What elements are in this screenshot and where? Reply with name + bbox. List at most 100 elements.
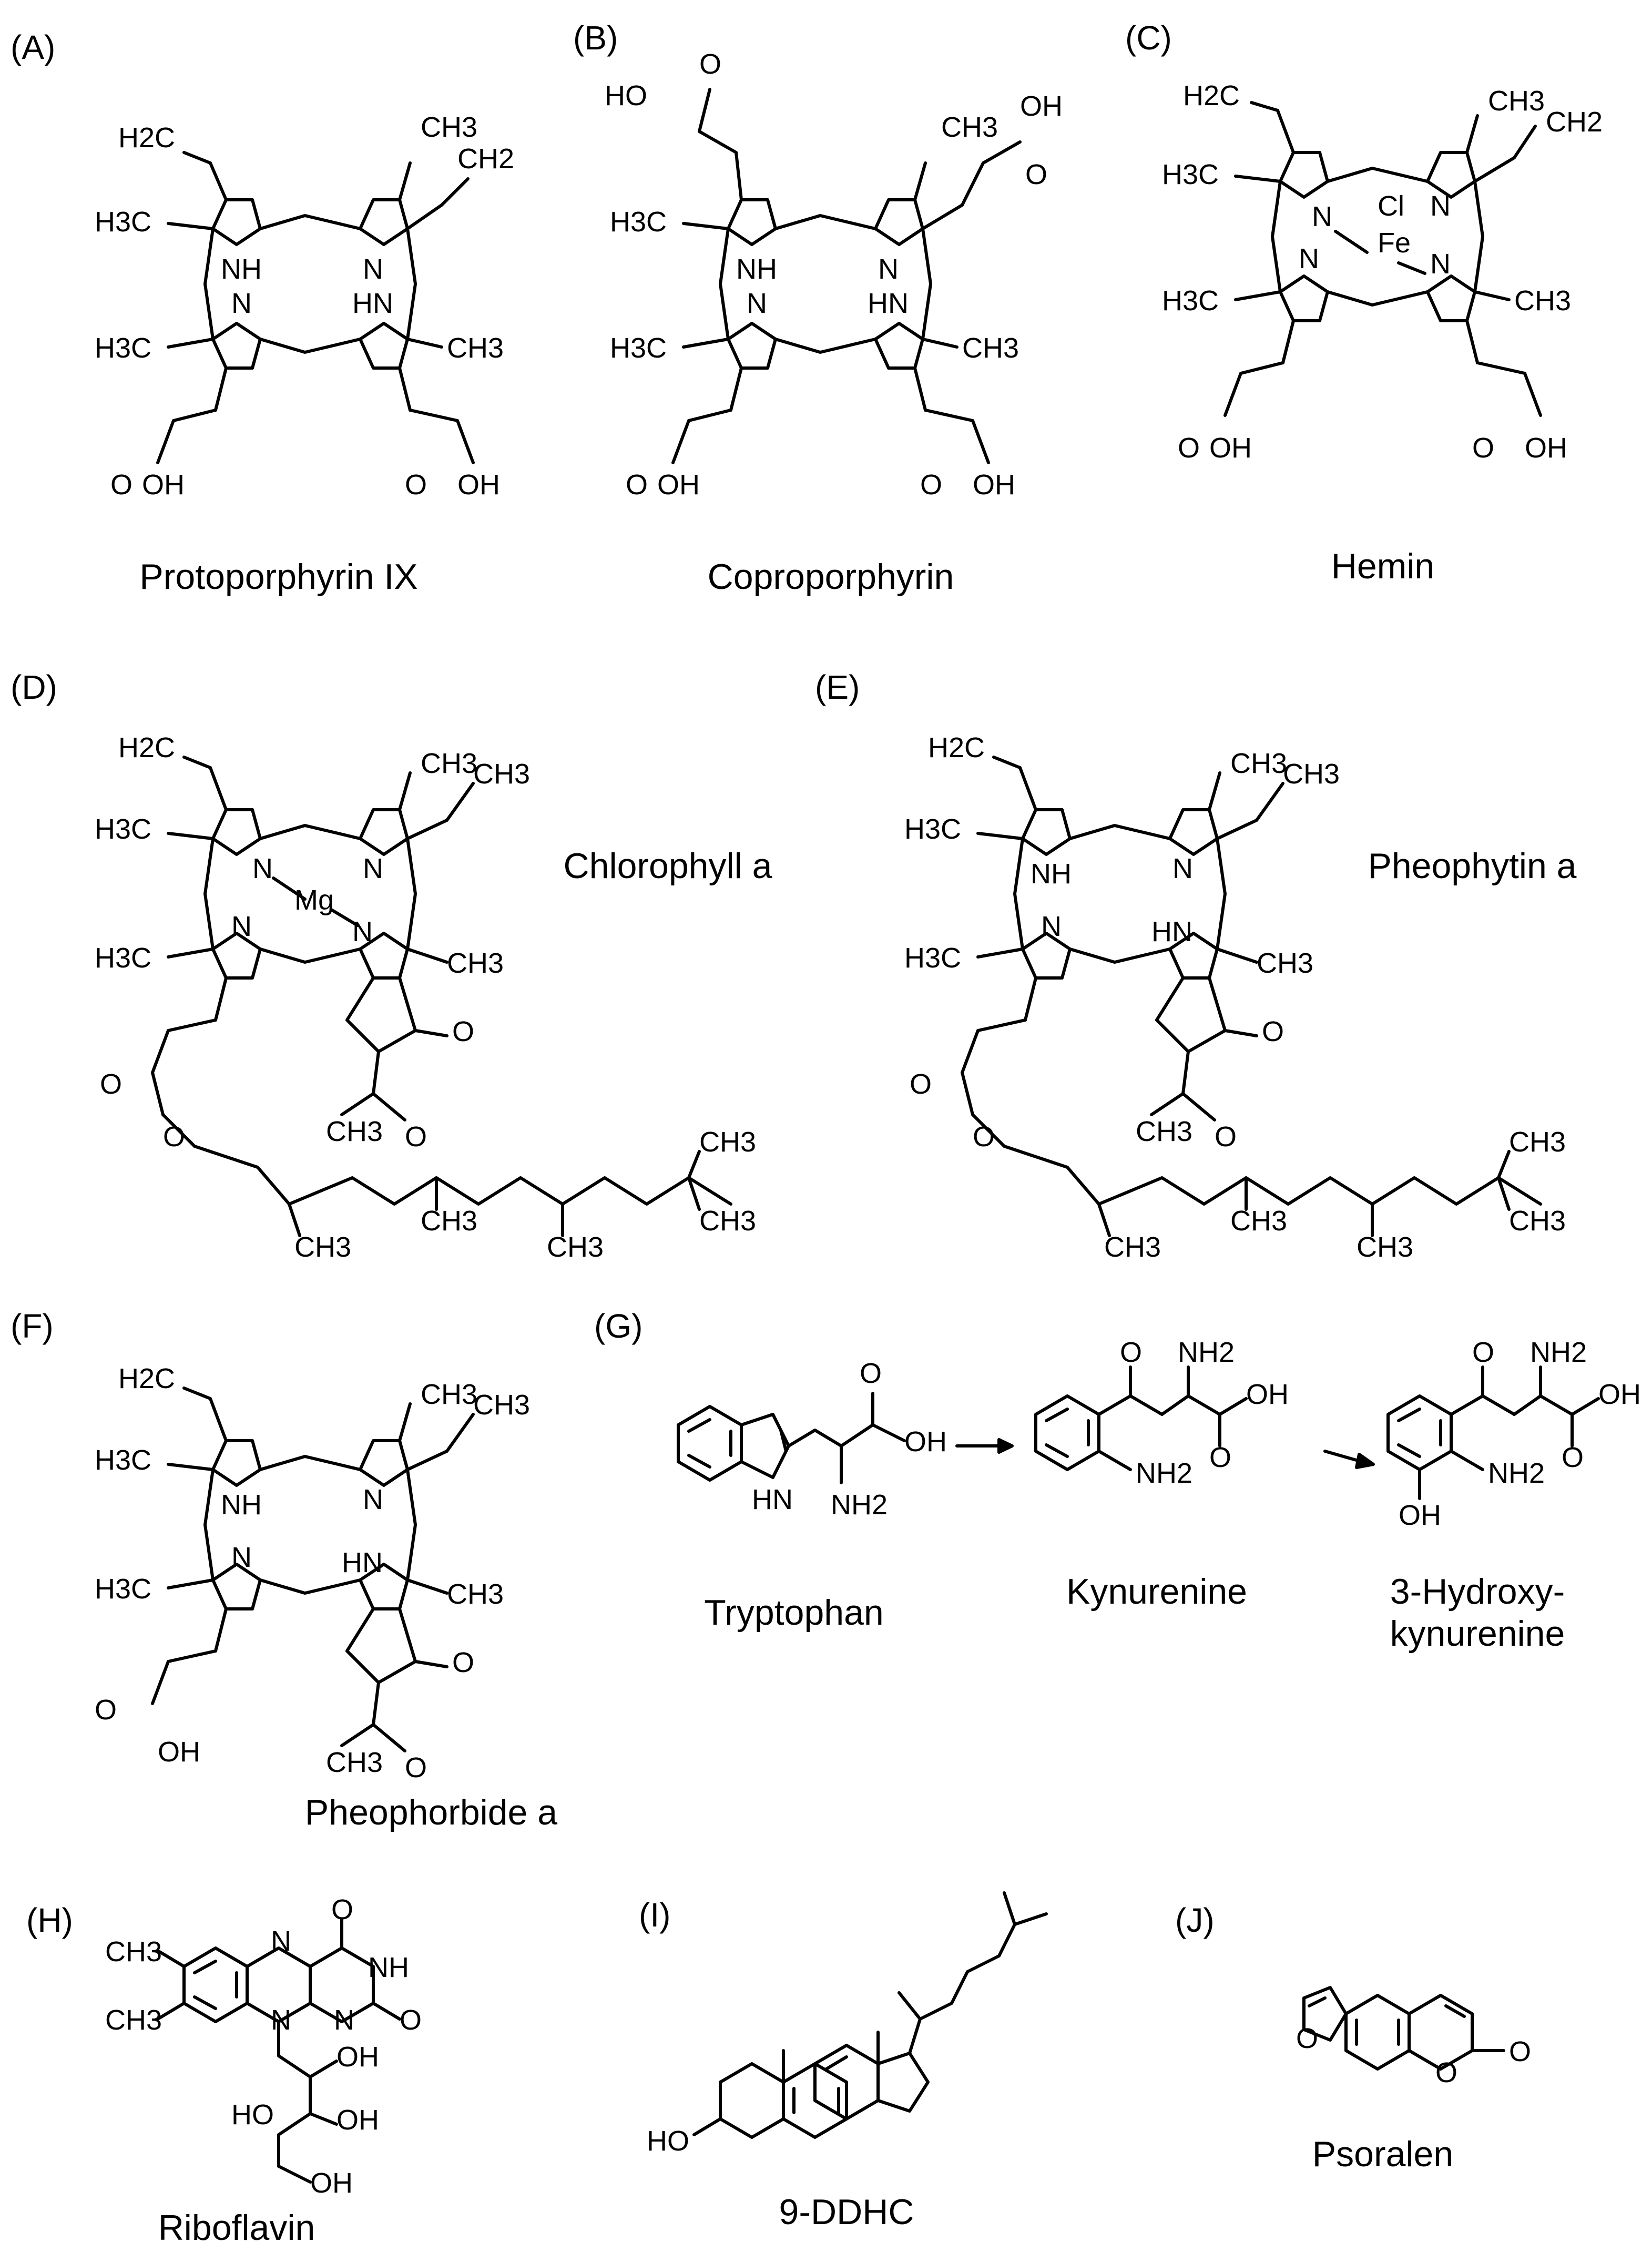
svg-text:H3C: H3C	[904, 942, 961, 974]
svg-text:N: N	[1312, 201, 1332, 232]
compound-name-psoralen: Psoralen	[1312, 2134, 1454, 2174]
svg-text:CH3: CH3	[1230, 1205, 1287, 1237]
svg-text:CH3: CH3	[1136, 1116, 1192, 1147]
svg-text:O: O	[910, 1068, 932, 1100]
svg-text:O: O	[452, 1647, 474, 1678]
panel-label-c: (C)	[1125, 19, 1172, 57]
svg-text:H3C: H3C	[95, 1573, 151, 1605]
svg-text:Fe: Fe	[1378, 227, 1411, 259]
compound-name-3-hydroxy: 3-Hydroxy-	[1390, 1572, 1565, 1612]
svg-text:O: O	[1178, 432, 1200, 464]
svg-text:H2C: H2C	[928, 732, 985, 763]
compound-name-riboflavin: Riboflavin	[158, 2208, 315, 2248]
structure-coproporphyrin: HO O CH3 OH O H3C NH N N HN H3C CH3 O OH…	[605, 48, 1063, 501]
svg-text:O: O	[95, 1694, 117, 1726]
svg-text:CH3: CH3	[105, 1936, 162, 1968]
svg-text:H2C: H2C	[118, 732, 175, 763]
svg-text:CH3: CH3	[699, 1126, 756, 1158]
svg-text:H3C: H3C	[95, 942, 151, 974]
svg-text:Mg: Mg	[294, 884, 334, 916]
svg-text:O: O	[1209, 1442, 1231, 1473]
svg-text:O: O	[973, 1121, 995, 1153]
svg-text:O: O	[626, 469, 648, 501]
svg-text:CH3: CH3	[1357, 1231, 1413, 1263]
svg-text:OH: OH	[457, 469, 500, 501]
svg-text:O: O	[1472, 432, 1494, 464]
svg-text:N: N	[352, 916, 373, 947]
svg-text:H3C: H3C	[1162, 285, 1219, 317]
svg-text:CH3: CH3	[326, 1116, 383, 1147]
svg-text:CH2: CH2	[1546, 106, 1603, 138]
svg-text:O: O	[1435, 2057, 1457, 2088]
svg-text:H3C: H3C	[610, 206, 667, 238]
svg-text:CH3: CH3	[473, 1389, 530, 1421]
panel-label-a: (A)	[11, 28, 56, 66]
svg-text:CH3: CH3	[1230, 748, 1287, 779]
svg-text:NH: NH	[221, 253, 262, 285]
svg-text:OH: OH	[1020, 90, 1063, 122]
svg-text:N: N	[231, 1542, 252, 1573]
svg-text:N: N	[878, 253, 899, 285]
svg-text:NH2: NH2	[831, 1489, 888, 1521]
svg-text:NH2: NH2	[1488, 1457, 1545, 1489]
svg-text:HO: HO	[231, 2099, 274, 2131]
svg-text:H2C: H2C	[118, 1363, 175, 1394]
svg-text:N: N	[1172, 853, 1193, 884]
panel-label-b: (B)	[573, 19, 618, 57]
compound-name-hemin: Hemin	[1331, 546, 1435, 586]
svg-text:CH3: CH3	[421, 111, 477, 143]
structure-9-ddhc: HO	[647, 1891, 1048, 2157]
svg-text:N: N	[747, 288, 767, 319]
compound-name-chlorophyll: Chlorophyll a	[563, 846, 772, 886]
svg-text:O: O	[452, 1016, 474, 1047]
svg-text:N: N	[252, 853, 273, 884]
svg-text:H3C: H3C	[95, 813, 151, 845]
svg-text:CH3: CH3	[421, 1379, 477, 1410]
svg-text:CH3: CH3	[1514, 285, 1571, 317]
compound-name-coproporphyrin: Coproporphyrin	[707, 557, 954, 597]
svg-text:CH3: CH3	[447, 332, 504, 364]
svg-text:OH: OH	[1246, 1379, 1289, 1410]
svg-text:N: N	[334, 2004, 354, 2036]
svg-text:N: N	[1430, 248, 1451, 280]
svg-text:OH: OH	[158, 1736, 200, 1768]
svg-text:CH3: CH3	[473, 758, 530, 790]
compound-name-tryptophan: Tryptophan	[704, 1593, 884, 1633]
svg-text:O: O	[100, 1068, 122, 1100]
compound-name-pheophytin: Pheophytin a	[1368, 846, 1577, 886]
svg-text:O: O	[110, 469, 132, 501]
svg-text:O: O	[1262, 1016, 1284, 1047]
svg-text:N: N	[1299, 243, 1319, 274]
svg-text:O: O	[405, 1121, 427, 1153]
svg-text:O: O	[699, 48, 721, 80]
svg-text:OH: OH	[1209, 432, 1252, 464]
svg-text:OH: OH	[1399, 1500, 1441, 1531]
svg-text:O: O	[405, 469, 427, 501]
svg-text:H3C: H3C	[95, 332, 151, 364]
svg-text:NH2: NH2	[1136, 1457, 1192, 1489]
svg-text:OH: OH	[904, 1426, 947, 1457]
svg-text:OH: OH	[973, 469, 1015, 501]
svg-text:O: O	[920, 469, 942, 501]
svg-text:OH: OH	[310, 2167, 353, 2199]
structure-pheophorbide: H2C CH3 CH3 H3C NH N N HN H3C CH3 O O OH…	[95, 1363, 530, 1783]
svg-text:OH: OH	[336, 2041, 379, 2073]
svg-text:N: N	[271, 2004, 291, 2036]
panel-label-g: (G)	[594, 1307, 643, 1345]
svg-text:O: O	[1025, 159, 1047, 190]
panel-label-i: (I)	[639, 1896, 671, 1934]
svg-text:NH: NH	[736, 253, 777, 285]
svg-text:CH3: CH3	[447, 947, 504, 979]
svg-text:CH3: CH3	[105, 2004, 162, 2036]
svg-text:CH3: CH3	[294, 1231, 351, 1263]
structure-tryptophan-pathway: HN O OH NH2 O NH2 OH O NH2 O NH2 OH O NH…	[677, 1337, 1641, 1531]
svg-text:HN: HN	[868, 288, 909, 319]
svg-text:O: O	[400, 2004, 422, 2036]
svg-text:O: O	[860, 1358, 882, 1389]
svg-text:HN: HN	[1151, 916, 1192, 947]
svg-text:O: O	[163, 1121, 185, 1153]
compound-name-protoporphyrin: Protoporphyrin IX	[139, 557, 418, 597]
svg-text:NH2: NH2	[1178, 1337, 1235, 1368]
compound-name-kynurenine-2: kynurenine	[1390, 1614, 1565, 1654]
svg-text:CH3: CH3	[421, 748, 477, 779]
